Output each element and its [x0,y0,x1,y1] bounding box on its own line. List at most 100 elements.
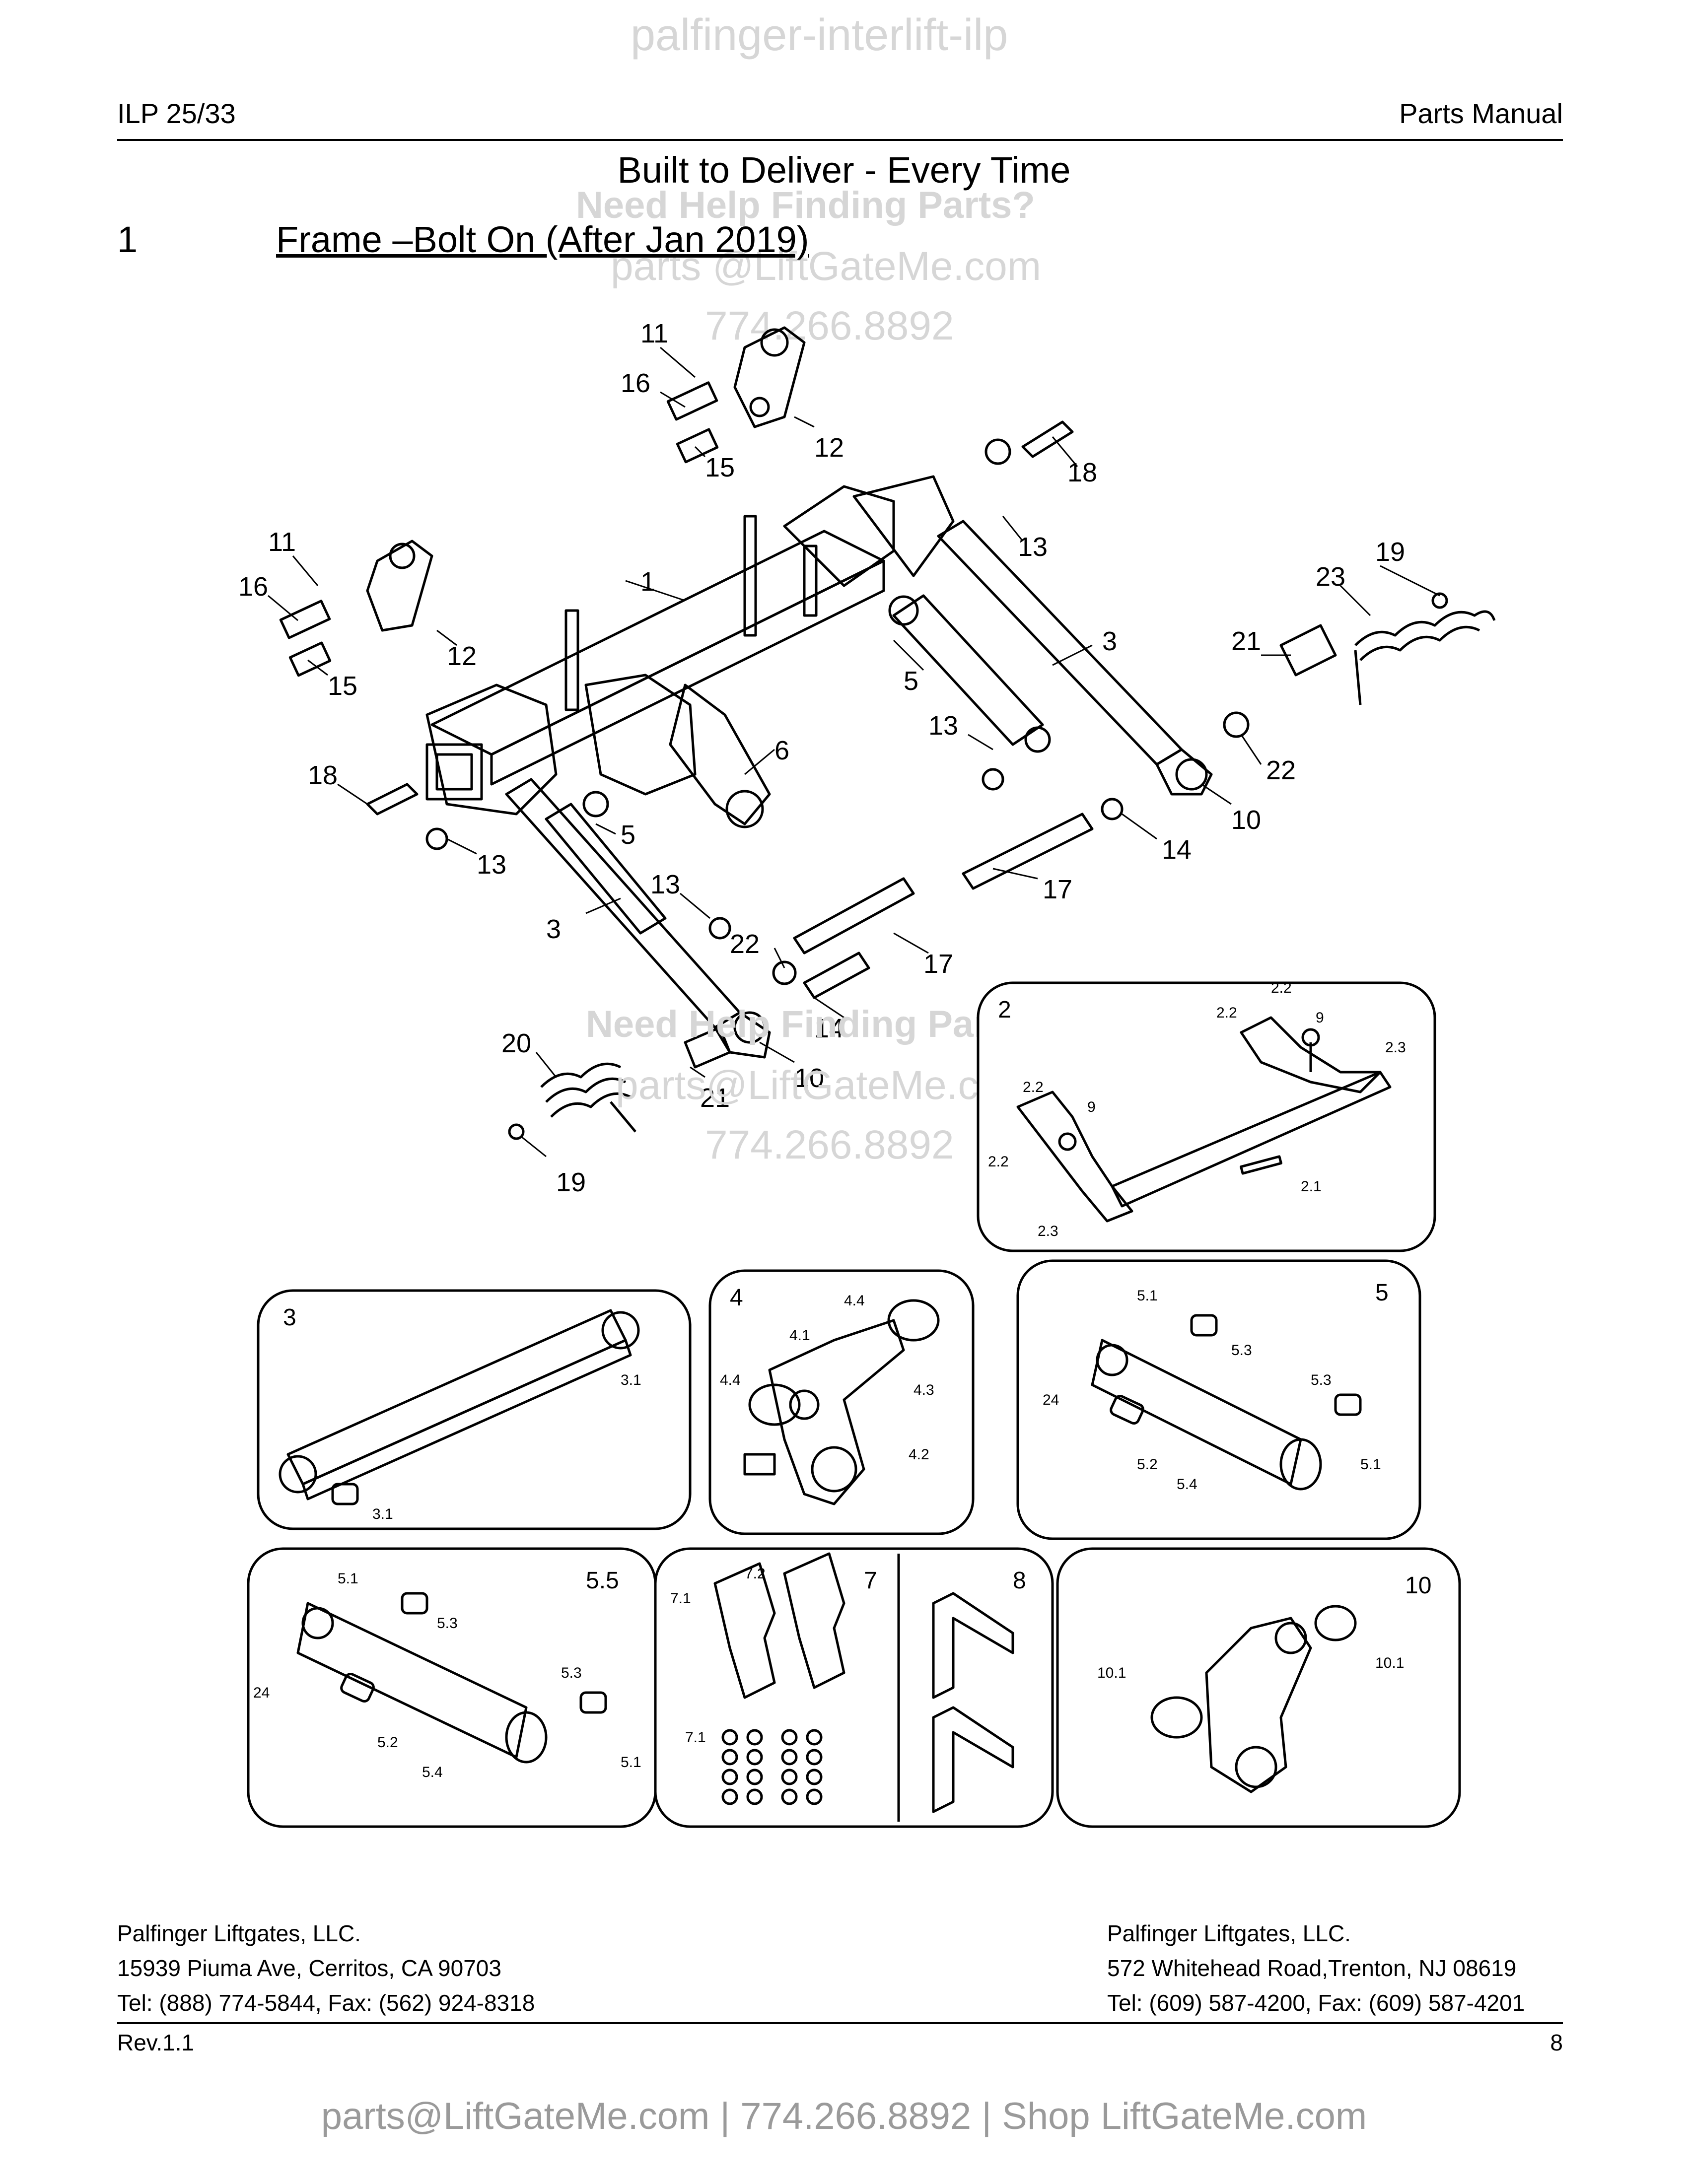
callout-24: 24 [1043,1392,1059,1408]
callout-5: 5 [621,820,635,850]
revision: Rev.1.1 [117,2030,195,2055]
detail-panel-7-8: 7 8 7.2 7.1 7.1 [654,1547,1054,1828]
callout-5.1: 5.1 [621,1754,641,1771]
callout-5.1: 5.1 [1137,1288,1158,1304]
callout-21: 21 [700,1083,730,1113]
callout-24: 24 [253,1685,270,1701]
callout-19: 19 [556,1167,586,1197]
watermark-help: Need Help Finding Parts? [576,184,1035,226]
callout-21: 21 [1231,626,1261,656]
callout-11: 11 [640,319,668,348]
callout-23: 23 [1316,562,1345,592]
leader-lines [268,346,1440,1158]
callout-5.1: 5.1 [338,1570,358,1587]
callout-22: 22 [730,929,760,959]
callout-3.1: 3.1 [621,1372,641,1388]
manual-type: Parts Manual [1399,98,1563,129]
pins [366,420,1337,1069]
callout-17: 17 [1043,875,1072,904]
lift-arm-left [505,778,771,1059]
footer-left: Palfinger Liftgates, LLC. 15939 Piuma Av… [117,1916,535,2020]
callout-15: 15 [328,671,357,701]
callout-3.1: 3.1 [372,1506,393,1522]
callout-2.3: 2.3 [1385,1039,1406,1056]
bolt-set [721,1729,823,1805]
callout-18: 18 [1067,458,1097,487]
callout-5.3: 5.3 [437,1615,458,1632]
callout-12: 12 [814,433,844,463]
bracket-top [666,326,806,464]
watermark-top: palfinger-interlift-ilp [631,10,1008,60]
callout-7.1: 7.1 [685,1729,706,1746]
footer-right-tel: Tel: (609) 587-4200, Fax: (609) 587-4201 [1107,1990,1525,2016]
callout-5: 5 [904,666,918,696]
callout-4.4: 4.4 [844,1293,865,1309]
header-rule [117,139,1563,141]
callout-19: 19 [1375,537,1405,567]
watermark-help-lower: Need Help Finding Parts? [586,1003,1045,1045]
detail-panel-5: 5 5.1 5.3 24 5.3 5.2 5.4 5.1 [1016,1259,1421,1540]
detail-panel-4: 4 4.4 4.1 4.4 4.3 4.2 [708,1269,975,1535]
callout-18: 18 [308,760,338,790]
detail-panel-2: 2 2.2 2.2 9 2.3 2.2 9 2.2 2.1 2.3 [977,980,1436,1252]
watermark-email: parts @LiftGateMe.com [611,244,1042,289]
frame-assembly [425,475,955,828]
callout-12: 12 [447,641,477,671]
cylinder-right [888,594,1051,753]
contact-bar[interactable]: parts@LiftGateMe.com | 774.266.8892 | Sh… [321,2095,1367,2137]
callout-5.3: 5.3 [561,1665,582,1681]
panel-5-label: 5 [1375,1280,1389,1306]
callout-5.2: 5.2 [377,1734,398,1751]
callout-5.1: 5.1 [1360,1456,1381,1473]
callout-14: 14 [1162,835,1192,865]
callout-4.2: 4.2 [909,1446,929,1463]
callout-9: 9 [1316,1010,1324,1026]
callout-4.3: 4.3 [914,1382,934,1398]
callout-10: 10 [1231,805,1261,835]
detail-panel-5-5: 5.5 5.1 5.3 24 5.3 5.2 5.4 5.1 [247,1547,657,1828]
callout-7.2: 7.2 [745,1566,766,1582]
callout-20: 20 [501,1028,531,1058]
callout-5.2: 5.2 [1137,1456,1158,1473]
section-title: Frame –Bolt On (After Jan 2019) [276,219,809,260]
footer-right-address: 572 Whitehead Road,Trenton, NJ 08619 [1107,1955,1517,1981]
callout-10.1: 10.1 [1097,1665,1126,1681]
callout-2.2: 2.2 [1023,1079,1044,1095]
callout-4.1: 4.1 [789,1327,810,1344]
callout-4.4: 4.4 [720,1372,741,1388]
callout-2.2: 2.2 [1216,1005,1237,1021]
callout-5.3: 5.3 [1311,1372,1332,1388]
panel-4-label: 4 [730,1285,743,1311]
watermark-phone: 774.266.8892 [705,303,954,348]
panel-7-label: 7 [864,1568,877,1594]
callout-22: 22 [1266,755,1296,785]
watermark-email-lower: parts@LiftGateMe.com [616,1063,1035,1108]
panel-5.5-label: 5.5 [586,1568,619,1594]
model-name: ILP 25/33 [117,98,236,129]
callout-10.1: 10.1 [1375,1655,1404,1671]
footer-left-company: Palfinger Liftgates, LLC. [117,1920,361,1946]
callout-1: 1 [640,567,655,597]
callout-numbers: 11 16 12 15 18 13 11 16 12 15 1 19 23 3 … [238,319,1405,1197]
callout-11: 11 [268,527,296,557]
detail-panel-10: 10 10.1 10.1 [1056,1547,1461,1828]
callout-5.4: 5.4 [422,1764,443,1780]
callout-6: 6 [774,736,789,765]
callout-16: 16 [238,572,268,602]
bracket-left [279,540,433,677]
section-number: 1 [117,219,138,260]
panel-10-label: 10 [1405,1572,1431,1599]
cylinder-left [545,791,667,935]
callout-2.2: 2.2 [1271,980,1292,996]
callout-2.2: 2.2 [988,1154,1009,1170]
callout-7.1: 7.1 [670,1590,691,1607]
spring-right [1354,610,1496,705]
footer-rule [117,2022,1563,2024]
page-number: 8 [1550,2030,1563,2055]
panel-3-label: 3 [283,1304,296,1331]
callout-2.1: 2.1 [1301,1178,1322,1195]
footer-left-address: 15939 Piuma Ave, Cerritos, CA 90703 [117,1955,501,1981]
callout-13: 13 [477,850,506,880]
